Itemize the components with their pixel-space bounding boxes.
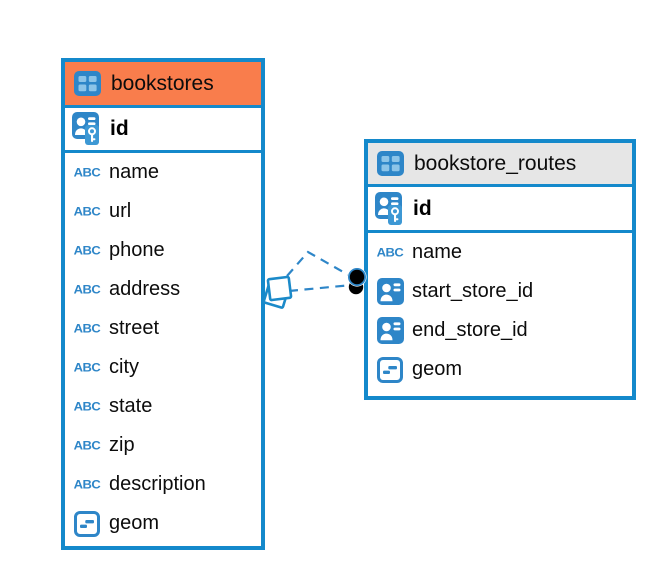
field-row[interactable]: geom — [368, 350, 632, 389]
field-row[interactable]: ABC zip — [65, 426, 261, 465]
table-title: bookstores — [111, 71, 214, 95]
table-title: bookstore_routes — [414, 151, 577, 175]
field-name: start_store_id — [412, 280, 534, 302]
field-name: city — [109, 356, 139, 378]
relationship-line-upper — [286, 250, 353, 278]
text-type-icon: ABC — [73, 165, 101, 180]
primary-key-icon — [375, 192, 403, 226]
field-name: url — [109, 200, 132, 222]
relationship-many-end-marker — [262, 282, 290, 309]
field-name: name — [412, 241, 463, 263]
field-name: end_store_id — [412, 319, 528, 341]
field-row[interactable]: ABC name — [65, 153, 261, 192]
text-type-icon: ABC — [73, 399, 101, 414]
table-icon — [74, 71, 101, 96]
field-name: id — [110, 117, 129, 140]
foreign-key-icon — [376, 278, 404, 305]
text-type-icon: ABC — [73, 282, 101, 297]
field-row[interactable]: ABC state — [65, 387, 261, 426]
field-row[interactable]: ABC name — [368, 233, 632, 272]
text-type-icon: ABC — [73, 204, 101, 219]
table-icon — [377, 151, 404, 176]
field-row[interactable]: ABC description — [65, 465, 261, 504]
field-name: geom — [412, 358, 463, 380]
text-type-icon: ABC — [73, 477, 101, 492]
text-type-icon: ABC — [73, 321, 101, 336]
relationship-many-end-marker — [266, 275, 293, 302]
field-row[interactable]: ABC street — [65, 309, 261, 348]
field-row-id[interactable]: id — [368, 187, 632, 233]
table-bookstore-routes[interactable]: bookstore_routes id ABC name start_store… — [364, 139, 636, 400]
table-header-bookstore-routes[interactable]: bookstore_routes — [368, 143, 632, 187]
field-name: geom — [109, 512, 160, 534]
field-name: description — [109, 473, 206, 495]
field-row[interactable]: ABC address — [65, 270, 261, 309]
field-row[interactable]: end_store_id — [368, 311, 632, 350]
text-type-icon: ABC — [376, 245, 404, 260]
field-list: ABC name start_store_id end_store_id geo… — [368, 233, 632, 389]
field-name: phone — [109, 239, 165, 261]
primary-key-icon — [72, 112, 100, 146]
text-type-icon: ABC — [73, 243, 101, 258]
geometry-type-icon — [73, 511, 101, 537]
field-name: id — [413, 196, 432, 220]
relationship-line-lower — [288, 283, 353, 293]
field-name: state — [109, 395, 153, 417]
field-row-id[interactable]: id — [65, 108, 261, 153]
field-row[interactable]: ABC url — [65, 192, 261, 231]
field-name: address — [109, 278, 181, 300]
field-row[interactable]: start_store_id — [368, 272, 632, 311]
field-row[interactable]: ABC city — [65, 348, 261, 387]
text-type-icon: ABC — [73, 360, 101, 375]
field-list: ABC name ABC url ABC phone ABC address A… — [65, 153, 261, 543]
field-row[interactable]: geom — [65, 504, 261, 543]
foreign-key-icon — [376, 317, 404, 344]
table-bookstores[interactable]: bookstores id ABC name ABC url ABC phone… — [61, 58, 265, 550]
field-name: name — [109, 161, 160, 183]
field-name: street — [109, 317, 160, 339]
table-header-bookstores[interactable]: bookstores — [65, 62, 261, 108]
text-type-icon: ABC — [73, 438, 101, 453]
field-name: zip — [109, 434, 135, 456]
field-row[interactable]: ABC phone — [65, 231, 261, 270]
geometry-type-icon — [376, 357, 404, 383]
